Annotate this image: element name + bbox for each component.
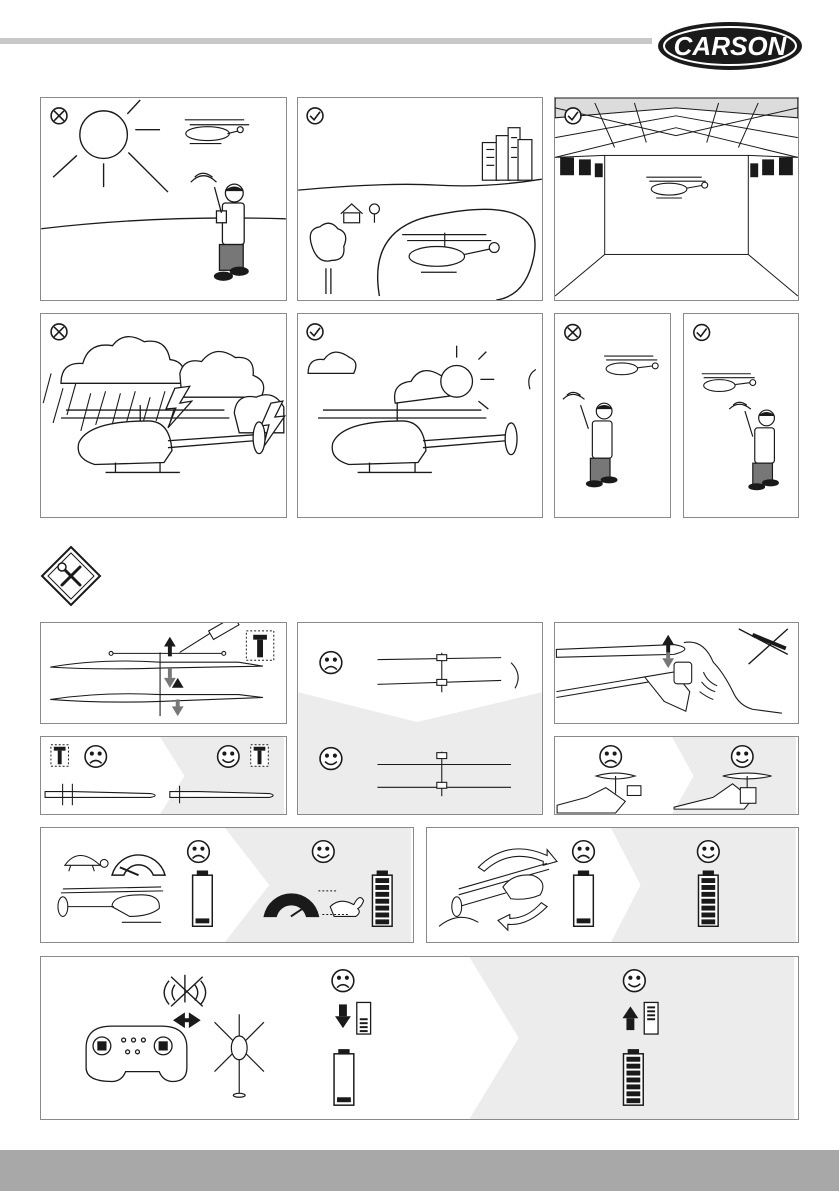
- cloud-icon: [308, 352, 457, 403]
- panel-rotor-balance: [297, 622, 543, 815]
- transmitter-icon: [86, 1026, 187, 1081]
- hall-roof: [555, 98, 798, 296]
- panel-open-field: [297, 97, 543, 301]
- sad-face-icon: [600, 746, 621, 767]
- helicopter-icon: [604, 356, 658, 375]
- no-signal-icon: [164, 975, 205, 1007]
- panel-rain-storm: [40, 313, 287, 518]
- arrow-down-icon: [335, 1004, 351, 1028]
- turtle-icon: [65, 856, 108, 872]
- trim-low-icon: [357, 1002, 371, 1034]
- tree-icon: [310, 223, 345, 294]
- header-bar: [0, 38, 652, 44]
- panel-tail-motor: [554, 736, 799, 815]
- happy-face-icon: [732, 746, 753, 767]
- panel-pilot-near: [683, 313, 799, 518]
- happy-face-icon: [320, 748, 342, 770]
- carson-logo: CARSON: [655, 18, 805, 74]
- battery-low-icon: [574, 871, 594, 926]
- double-arrow-icon: [173, 1012, 201, 1028]
- panel-screw-tightness: [40, 736, 287, 815]
- pilot-icon: [191, 173, 248, 280]
- panel-sunny-outdoor: [40, 97, 287, 301]
- cross-circle-icon: [51, 108, 67, 124]
- sad-face-icon: [85, 746, 106, 767]
- helicopter-top-icon: [215, 1014, 264, 1097]
- check-circle-icon: [565, 108, 581, 124]
- check-circle-icon: [694, 325, 710, 341]
- happy-face-icon: [313, 841, 335, 863]
- house-icon: [341, 204, 380, 223]
- helicopter-icon: [402, 233, 499, 273]
- pilot-icon: [745, 410, 778, 490]
- panel-tail-rotor: [554, 622, 799, 724]
- battery-low-icon: [193, 871, 213, 926]
- pilot-icon: [581, 403, 617, 487]
- cross-circle-icon: [51, 324, 67, 340]
- helicopter-icon: [58, 887, 163, 922]
- no-screwdriver-icon: [739, 629, 788, 664]
- sad-face-icon: [320, 652, 342, 674]
- happy-face-icon: [623, 970, 645, 992]
- sad-face-icon: [188, 841, 210, 863]
- helicopter-icon: [185, 120, 249, 144]
- panel-battery-speed: [40, 827, 414, 943]
- tools-icon: [40, 545, 102, 607]
- sun-icon: [53, 100, 168, 192]
- speedometer-low-icon: [112, 855, 165, 875]
- panel-rotor-screw: [40, 622, 287, 724]
- helicopter-icon: [702, 374, 756, 392]
- panel-clear-weather: [297, 313, 543, 518]
- screwdriver-icon: [180, 623, 239, 652]
- cross-circle-icon: [565, 325, 581, 341]
- sun-icon: [441, 346, 494, 409]
- happy-face-icon: [698, 841, 720, 863]
- brand-name: CARSON: [674, 31, 788, 61]
- happy-face-icon: [218, 746, 239, 767]
- check-circle-icon: [307, 324, 323, 340]
- sad-face-icon: [332, 970, 354, 992]
- panel-indoor-hall: [554, 97, 799, 301]
- footer-bar: [0, 1150, 839, 1191]
- panel-pilot-far: [554, 313, 671, 518]
- trim-high-icon: [644, 1002, 658, 1034]
- panel-transmitter-binding: [40, 956, 799, 1120]
- sad-face-icon: [573, 841, 595, 863]
- panel-battery-rotation: [426, 827, 799, 943]
- city-skyline-icon: [482, 128, 532, 180]
- battery-low-icon: [334, 1050, 354, 1105]
- check-circle-icon: [307, 108, 323, 124]
- helicopter-icon: [318, 403, 517, 472]
